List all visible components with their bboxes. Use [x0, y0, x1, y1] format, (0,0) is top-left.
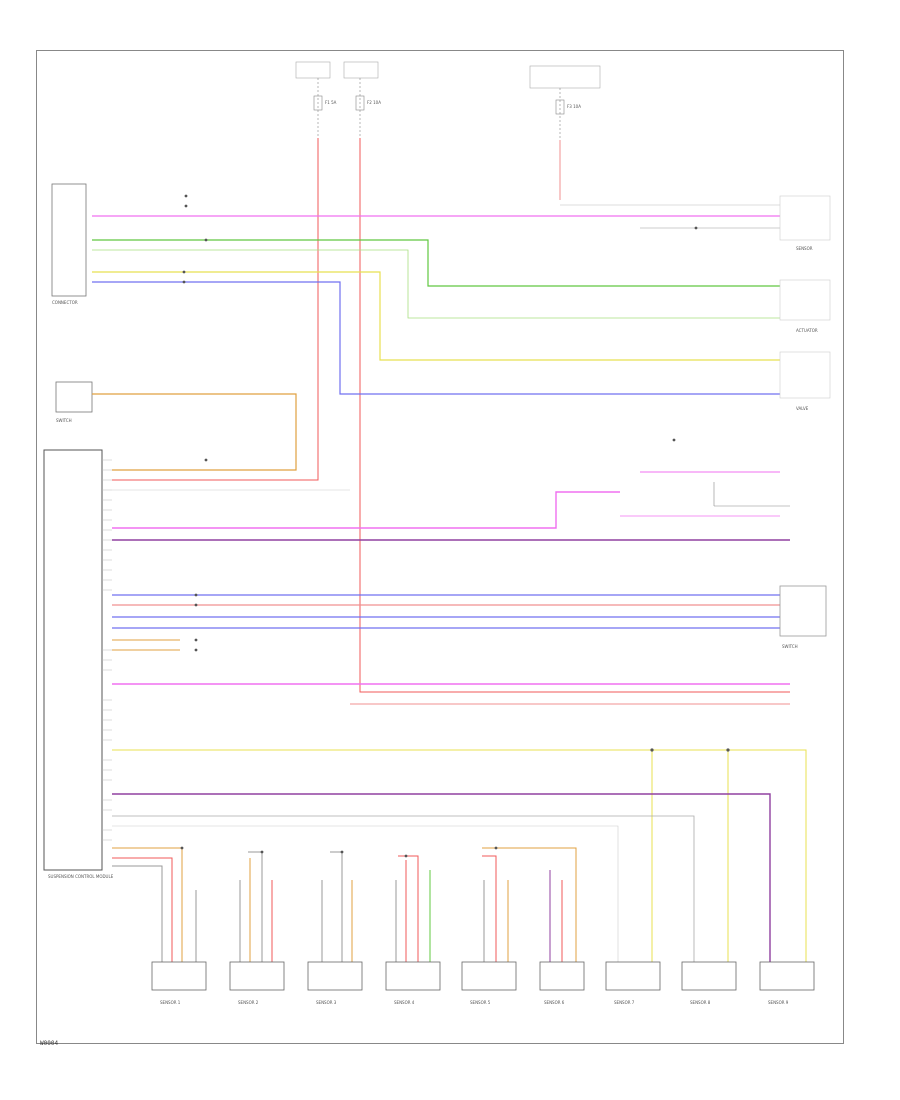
diagram-frame [36, 50, 844, 1044]
feed-wire-red [112, 138, 319, 481]
right-device-2-label: ACTUATOR [796, 328, 818, 333]
bottom-sensors [151, 961, 815, 991]
sensor-label-1: SENSOR 1 [160, 1000, 181, 1005]
small-module [55, 381, 93, 413]
fuse-3-tag: F3 10A [567, 104, 581, 109]
fuse-block-3: F3 10A [529, 65, 601, 140]
right-device-4: SWITCH [779, 585, 827, 649]
main-module-label: SUSPENSION CONTROL MODULE [48, 874, 114, 879]
main-module-pins [102, 459, 112, 841]
wire-orange [92, 393, 297, 471]
sensor-label-8: SENSOR 8 [690, 1000, 711, 1005]
sensor-feeders [112, 847, 577, 962]
sensor-module-5 [461, 961, 517, 991]
wire-green-light [92, 249, 780, 319]
sensor-label-9: SENSOR 9 [768, 1000, 789, 1005]
fuse-icon [355, 95, 365, 111]
right-device-3-label: VALVE [796, 406, 809, 411]
wire-yellow-low [112, 749, 807, 962]
splice-points [180, 194, 730, 858]
sensor-module-9 [759, 961, 815, 991]
wire-yellow [92, 271, 780, 361]
sensor-label-4: SENSOR 4 [394, 1000, 415, 1005]
wire-gray-low [112, 815, 695, 962]
right-device-1: SENSOR [779, 195, 831, 251]
sensor-module-3 [307, 961, 363, 991]
fuse-2-tag: F2 10A [367, 100, 381, 105]
sensor-module-1 [151, 961, 207, 991]
fuse-block-1: F1 5A [295, 61, 337, 138]
right-device-3: VALVE [779, 351, 831, 411]
sensor-module-6 [539, 961, 585, 991]
right-device-4-label: SWITCH [782, 644, 798, 649]
sensor-label-5: SENSOR 5 [470, 1000, 491, 1005]
right-device-1-label: SENSOR [796, 246, 813, 251]
right-device-2: ACTUATOR [779, 279, 831, 333]
left-connector [51, 183, 87, 297]
wire-green [92, 239, 780, 287]
wire-gray-low-2 [112, 825, 619, 962]
sensor-label-2: SENSOR 2 [238, 1000, 259, 1005]
wire-pink-mid [112, 491, 620, 529]
sensor-module-8 [681, 961, 737, 991]
page-code: W0004 [40, 1040, 59, 1047]
feed-wire-red-2 [359, 138, 790, 693]
fuse-block-2: F2 10A [343, 61, 381, 138]
fuse-icon [313, 95, 323, 111]
sensor-module-7 [605, 961, 661, 991]
main-control-module [43, 449, 103, 871]
left-connector-label: CONNECTOR [52, 300, 78, 305]
sensor-module-2 [229, 961, 285, 991]
sensor-label-6: SENSOR 6 [544, 1000, 565, 1005]
sensor-module-4 [385, 961, 441, 991]
small-module-label: SWITCH [56, 418, 72, 423]
wire-blue [92, 281, 780, 395]
sensor-label-7: SENSOR 7 [614, 1000, 635, 1005]
wire-purple-low [112, 793, 771, 962]
fuse-1-tag: F1 5A [325, 100, 337, 105]
sensor-label-3: SENSOR 3 [316, 1000, 337, 1005]
bottom-sensor-labels: SENSOR 1 SENSOR 2 SENSOR 3 SENSOR 4 SENS… [160, 1000, 789, 1005]
fuse-icon [555, 99, 565, 115]
